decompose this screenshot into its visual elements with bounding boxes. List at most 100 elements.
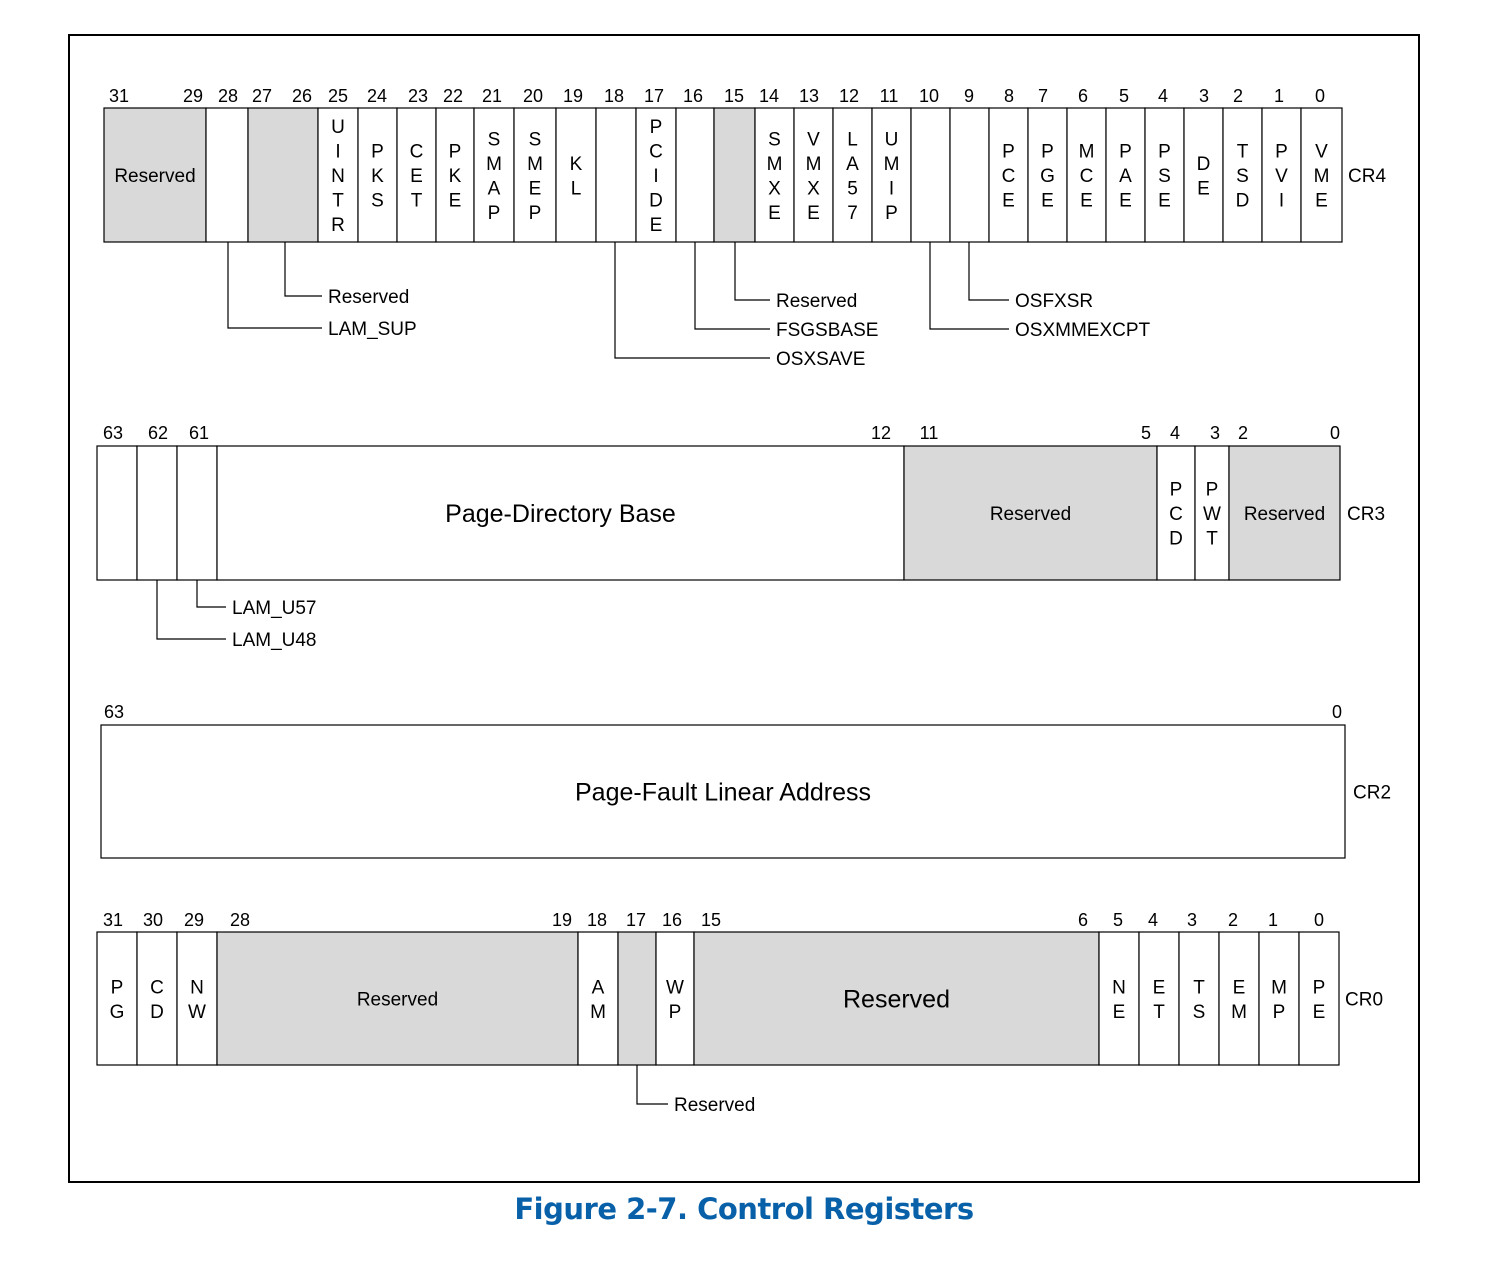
cr4-bit-number: 8 bbox=[1004, 86, 1014, 106]
cr4-bit-number: 25 bbox=[328, 86, 348, 106]
cr0-field-letter: T bbox=[1193, 977, 1205, 998]
cr3-field-letter: W bbox=[1203, 504, 1221, 525]
cr3-field-letter: T bbox=[1206, 529, 1218, 550]
cr3-bit-number: 62 bbox=[148, 423, 168, 443]
cr4-field-22 bbox=[435, 107, 475, 243]
cr0-field-letter: S bbox=[1193, 1002, 1206, 1023]
cr3-bit-number: 12 bbox=[871, 423, 891, 443]
cr3-bit-number: 5 bbox=[1141, 423, 1151, 443]
cr0-field-5 bbox=[1098, 931, 1140, 1066]
cr3-field-60-12 bbox=[216, 445, 905, 581]
cr4-field-letter: V bbox=[807, 129, 820, 150]
cr4-field-letter: S bbox=[529, 129, 542, 150]
cr4-field-letter: M bbox=[486, 154, 502, 175]
cr0-field-letter: G bbox=[110, 1002, 125, 1023]
cr4-field-letter: A bbox=[488, 178, 501, 199]
cr4-field-letter: U bbox=[885, 129, 899, 150]
cr4-field-letter: P bbox=[650, 117, 663, 138]
cr4-field-letter: E bbox=[807, 203, 820, 224]
cr0-bit-number: 19 bbox=[552, 910, 572, 930]
cr0-field-letter: E bbox=[1113, 1002, 1126, 1023]
cr2-register-name: CR2 bbox=[1353, 783, 1391, 804]
cr4-callout-label: Reserved bbox=[776, 291, 857, 312]
cr4-field-letter: E bbox=[1041, 191, 1054, 212]
cr4-bit-number: 18 bbox=[604, 86, 624, 106]
cr4-field-letter: D bbox=[649, 191, 663, 212]
cr0-bit-number: 16 bbox=[662, 910, 682, 930]
cr4-register-name: CR4 bbox=[1348, 166, 1386, 187]
cr4-field-letter: P bbox=[1119, 142, 1132, 163]
cr4-callout-label: OSFXSR bbox=[1015, 291, 1093, 312]
cr0-field-letter: T bbox=[1153, 1002, 1165, 1023]
cr4-field-16 bbox=[675, 107, 715, 243]
cr4-field-3 bbox=[1183, 107, 1224, 243]
cr4-callout-line bbox=[968, 242, 1009, 301]
cr3-bit-number: 61 bbox=[189, 423, 209, 443]
cr0-field-15-6 bbox=[693, 931, 1100, 1066]
cr4-field-letter: E bbox=[410, 166, 423, 187]
cr4-callout-label: OSXSAVE bbox=[776, 349, 865, 370]
cr4-bit-number: 16 bbox=[683, 86, 703, 106]
cr0-bit-number: 29 bbox=[184, 910, 204, 930]
cr2-bit-number: 0 bbox=[1332, 702, 1342, 722]
cr4-bit-number: 31 bbox=[109, 86, 129, 106]
cr3-field-letter: C bbox=[1169, 504, 1183, 525]
cr4-field-letter: S bbox=[488, 129, 501, 150]
cr4-field-15 bbox=[713, 107, 756, 243]
cr0-bit-number: 4 bbox=[1148, 910, 1158, 930]
cr4-field-letter: E bbox=[650, 215, 663, 236]
cr3-field-2-0 bbox=[1228, 445, 1341, 581]
cr4-field-letter: M bbox=[884, 154, 900, 175]
cr4-field-17 bbox=[635, 107, 677, 243]
cr4-field-18 bbox=[595, 107, 637, 243]
cr0-bit-number: 1 bbox=[1268, 910, 1278, 930]
cr4-bit-number: 12 bbox=[839, 86, 859, 106]
cr4-field-13 bbox=[793, 107, 834, 243]
cr0-bit-number: 17 bbox=[626, 910, 646, 930]
cr4-bit-number: 15 bbox=[724, 86, 744, 106]
cr0-field-letter: M bbox=[590, 1002, 606, 1023]
cr4-field-letter: S bbox=[1236, 166, 1249, 187]
cr4-bit-number: 14 bbox=[759, 86, 779, 106]
cr4-bit-number: 0 bbox=[1315, 86, 1325, 106]
cr3-callout-label: LAM_U48 bbox=[232, 630, 317, 651]
cr0-field-3 bbox=[1178, 931, 1220, 1066]
cr0-field-letter: P bbox=[111, 977, 124, 998]
cr4-field-letter: I bbox=[1279, 191, 1284, 212]
cr3-field-3 bbox=[1194, 445, 1230, 581]
cr4-field-letter: S bbox=[1158, 166, 1171, 187]
cr0-field-31 bbox=[96, 931, 138, 1066]
cr3-callout-line bbox=[196, 580, 226, 608]
cr4-bit-number: 22 bbox=[443, 86, 463, 106]
cr4-field-letter: E bbox=[1002, 191, 1015, 212]
cr4-field-letter: I bbox=[653, 166, 658, 187]
cr4-field-letter: T bbox=[411, 191, 423, 212]
cr4-field-label: Reserved bbox=[114, 166, 195, 187]
cr4-field-27-26 bbox=[247, 107, 319, 243]
cr4-field-9 bbox=[949, 107, 990, 243]
cr0-bit-number: 5 bbox=[1113, 910, 1123, 930]
cr4-bit-number: 26 bbox=[292, 86, 312, 106]
cr3-callout-line bbox=[156, 580, 226, 640]
cr2-bit-number: 63 bbox=[104, 702, 124, 722]
cr2-field-63-0 bbox=[100, 724, 1346, 859]
cr4-field-letter: E bbox=[1080, 191, 1093, 212]
cr4-field-letter: X bbox=[807, 178, 820, 199]
cr4-field-letter: K bbox=[449, 166, 462, 187]
cr4-field-19 bbox=[555, 107, 597, 243]
cr4-field-letter: S bbox=[371, 191, 384, 212]
cr4-bit-number: 23 bbox=[408, 86, 428, 106]
cr0-field-29 bbox=[176, 931, 218, 1066]
cr0-bit-number: 30 bbox=[143, 910, 163, 930]
cr4-field-letter: E bbox=[1158, 191, 1171, 212]
cr4-bit-number: 1 bbox=[1274, 86, 1284, 106]
cr4-bit-number: 17 bbox=[644, 86, 664, 106]
figure-frame bbox=[68, 34, 1420, 1183]
cr4-bit-number: 19 bbox=[563, 86, 583, 106]
cr0-field-30 bbox=[136, 931, 178, 1066]
cr3-callout-label: LAM_U57 bbox=[232, 598, 317, 619]
cr4-field-letter: C bbox=[410, 142, 424, 163]
cr4-field-20 bbox=[513, 107, 557, 243]
cr0-field-letter: M bbox=[1231, 1002, 1247, 1023]
